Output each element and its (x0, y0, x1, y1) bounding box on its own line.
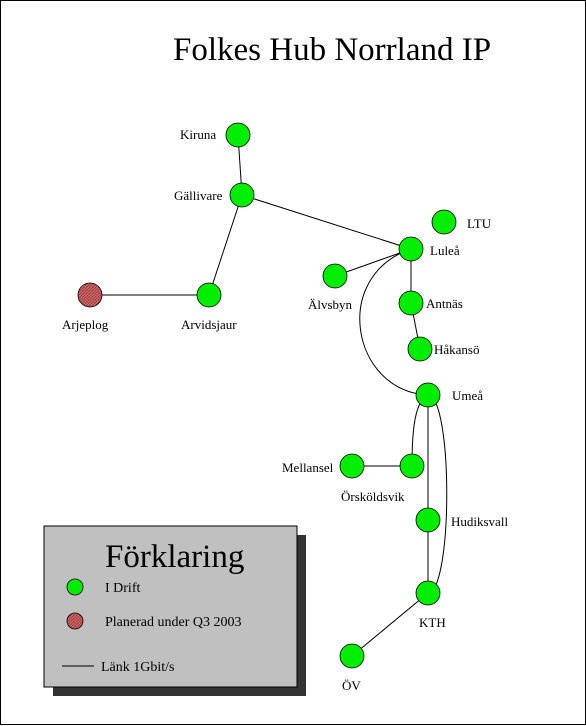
node-hudiksvall (415, 507, 441, 533)
label-kiruna: Kiruna (180, 127, 216, 142)
legend-active-label: I Drift (105, 581, 140, 596)
node-kiruna (225, 122, 251, 148)
node-arjeplog (77, 282, 103, 308)
link-gallivare-arvidsjaur (208, 194, 243, 296)
node-ornskoldsvik (399, 453, 425, 479)
node-kth (415, 580, 441, 606)
label-antnas: Antnäs (426, 296, 463, 311)
label-gallivare: Gällivare (174, 188, 223, 203)
label-alvsbyn: Älvsbyn (308, 297, 353, 312)
label-ltu: LTU (467, 216, 492, 231)
node-ov (339, 643, 365, 669)
legend-link-label: Länk 1Gbit/s (101, 660, 175, 675)
link-gallivare-lulea (241, 194, 412, 250)
link-lulea-alvsbyn (334, 248, 412, 277)
label-arvidsjaur: Arvidsjaur (181, 317, 237, 332)
label-lulea: Luleå (430, 243, 460, 258)
node-umea (415, 382, 441, 408)
node-alvsbyn (322, 263, 348, 289)
label-ornskoldsvik: Örsköldsvik (341, 489, 405, 504)
diagram-title: Folkes Hub Norrland IP (173, 32, 491, 68)
label-ov: ÖV (342, 678, 361, 693)
legend-box (43, 525, 298, 688)
label-hakanso: Håkansö (434, 342, 480, 357)
node-gallivare (229, 182, 255, 208)
node-arvidsjaur (196, 282, 222, 308)
nodes-layer: Kiruna Gällivare Arjeplog Arvidsjaur LTU… (62, 122, 508, 693)
label-hudiksvall: Hudiksvall (451, 514, 508, 529)
legend: Förklaring I Drift Planerad under Q3 200… (43, 525, 306, 696)
legend-title: Förklaring (105, 539, 244, 575)
legend-planned-symbol (66, 612, 84, 630)
link-umea-kth (427, 394, 448, 594)
label-arjeplog: Arjeplog (62, 317, 109, 332)
node-mellansel (339, 453, 365, 479)
legend-active-symbol (66, 578, 84, 596)
node-hakanso (407, 336, 433, 362)
node-antnas (398, 290, 424, 316)
legend-planned-label: Planerad under Q3 2003 (105, 615, 241, 630)
node-lulea (398, 236, 424, 262)
link-lulea-umea (359, 248, 429, 396)
node-ltu (431, 209, 457, 235)
label-kth: KTH (419, 615, 446, 630)
label-mellansel: Mellansel (282, 460, 334, 475)
label-umea: Umeå (452, 388, 483, 403)
link-kth-ov (351, 592, 429, 657)
